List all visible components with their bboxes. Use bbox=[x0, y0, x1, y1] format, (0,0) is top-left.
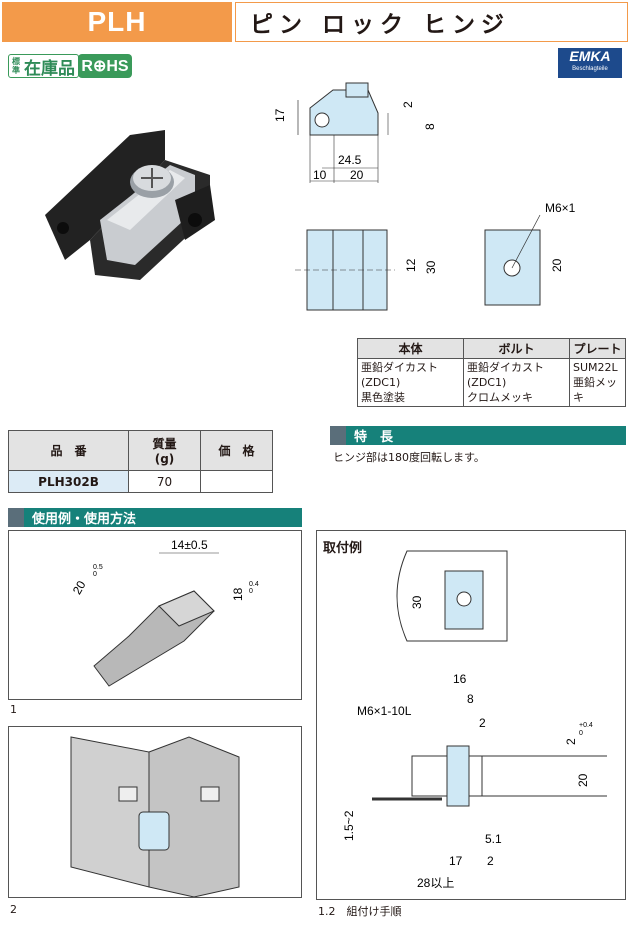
mount-dim-30: 30 bbox=[410, 595, 424, 609]
mount-dim-5-1: 5.1 bbox=[485, 832, 502, 846]
mount-dim-1-5: 1.5~2 bbox=[342, 810, 356, 841]
fig2-caption: 2 bbox=[10, 903, 17, 916]
logo-sub: Beschlagteile bbox=[572, 66, 608, 72]
mount-dim-8: 8 bbox=[467, 692, 474, 706]
mount-thread: M6×1-10L bbox=[357, 704, 412, 718]
fig1-dim-b-tol-bot: 0 bbox=[93, 571, 97, 578]
dim-10: 10 bbox=[313, 168, 327, 182]
stock-badge-label: 在庫品 bbox=[24, 58, 75, 79]
features-section-header: 特 長 bbox=[330, 426, 626, 445]
dim-24-5: 24.5 bbox=[338, 153, 362, 167]
mount-dim-2-tol: 2 bbox=[564, 738, 578, 745]
stock-badge: 標準 在庫品 bbox=[8, 54, 79, 79]
dim-8: 8 bbox=[423, 123, 437, 130]
mat-cell: 亜鉛ダイカスト(ZDC1)黒色塗装 bbox=[357, 358, 464, 407]
prod-header-mass: 質量(g) bbox=[128, 430, 201, 471]
usage-section-header: 使用例・使用方法 bbox=[8, 508, 302, 527]
usage-figure-2 bbox=[8, 726, 302, 898]
mount-dim-20: 20 bbox=[576, 773, 590, 787]
materials-table: 本体 ボルト プレート 亜鉛ダイカスト(ZDC1)黒色塗装 亜鉛ダイカスト(ZD… bbox=[357, 338, 626, 407]
rohs-badge: R⊕HS bbox=[78, 54, 132, 78]
logo-main: EMKA bbox=[569, 48, 611, 64]
dim-12: 12 bbox=[404, 258, 418, 272]
features-text: ヒンジ部は180度回転します。 bbox=[333, 451, 485, 464]
mount-dim-2-tol-top: +0.4 bbox=[579, 722, 593, 729]
fig1-dim-b-tol-top: 0.5 bbox=[93, 564, 103, 571]
front-views-drawing: 12 30 M6×1 20 bbox=[295, 201, 576, 311]
dim-20: 20 bbox=[350, 168, 364, 182]
usage-figure-1: 14±0.5 20 0.5 0 18 0.4 0 bbox=[8, 530, 302, 700]
emka-logo: EMKA Beschlagteile bbox=[558, 48, 622, 78]
fig1-dim-b: 20 bbox=[70, 578, 89, 597]
mounting-example-box: 取付例 30 16 8 M6×1-10L 2 2 +0.4 0 20 1.5~2… bbox=[316, 530, 626, 900]
table-row: PLH302B 70 bbox=[8, 470, 273, 493]
product-photo bbox=[45, 130, 215, 280]
thread-label: M6×1 bbox=[545, 201, 576, 215]
prod-price bbox=[200, 470, 273, 493]
fig1-dim-c: 18 bbox=[231, 587, 245, 601]
prod-header-code: 品 番 bbox=[8, 430, 129, 471]
product-name-header: ピン ロック ヒンジ bbox=[235, 2, 628, 42]
mounting-caption: 1.2 組付け手順 bbox=[318, 905, 402, 918]
mat-header-body: 本体 bbox=[357, 338, 464, 359]
mount-dim-16: 16 bbox=[453, 672, 467, 686]
fig1-dim-a: 14±0.5 bbox=[171, 538, 208, 552]
product-code-header: PLH bbox=[2, 2, 232, 42]
prod-mass: 70 bbox=[128, 470, 201, 493]
dim-2: 2 bbox=[401, 101, 415, 108]
dim-20-side: 20 bbox=[550, 258, 564, 272]
mount-dim-2: 2 bbox=[479, 716, 486, 730]
prod-header-price: 価 格 bbox=[200, 430, 273, 471]
usage-title: 使用例・使用方法 bbox=[32, 512, 137, 527]
mount-dim-28: 28以上 bbox=[417, 876, 454, 890]
fig1-dim-c-tol-bot: 0 bbox=[249, 588, 253, 595]
product-table: 品 番 質量(g) 価 格 PLH302B 70 bbox=[8, 430, 273, 493]
mounting-title: 取付例 bbox=[323, 541, 363, 556]
prod-code: PLH302B bbox=[8, 470, 129, 493]
mount-dim-2-tol-bot: 0 bbox=[579, 730, 583, 737]
dim-30: 30 bbox=[424, 260, 438, 274]
fig1-caption: 1 bbox=[10, 703, 17, 716]
top-view-drawing: 17 2 8 24.5 10 20 bbox=[273, 82, 437, 183]
features-title: 特 長 bbox=[354, 430, 394, 445]
mat-header-bolt: ボルト bbox=[463, 338, 570, 359]
mat-cell: 亜鉛ダイカスト(ZDC1)クロムメッキ bbox=[463, 358, 570, 407]
stock-badge-small: 標準 bbox=[12, 57, 20, 75]
mount-dim-2b: 2 bbox=[487, 854, 494, 868]
mount-dim-17: 17 bbox=[449, 854, 463, 868]
mat-header-plate: プレート bbox=[569, 338, 626, 359]
fig1-dim-c-tol-top: 0.4 bbox=[249, 581, 259, 588]
dim-17: 17 bbox=[273, 108, 287, 122]
